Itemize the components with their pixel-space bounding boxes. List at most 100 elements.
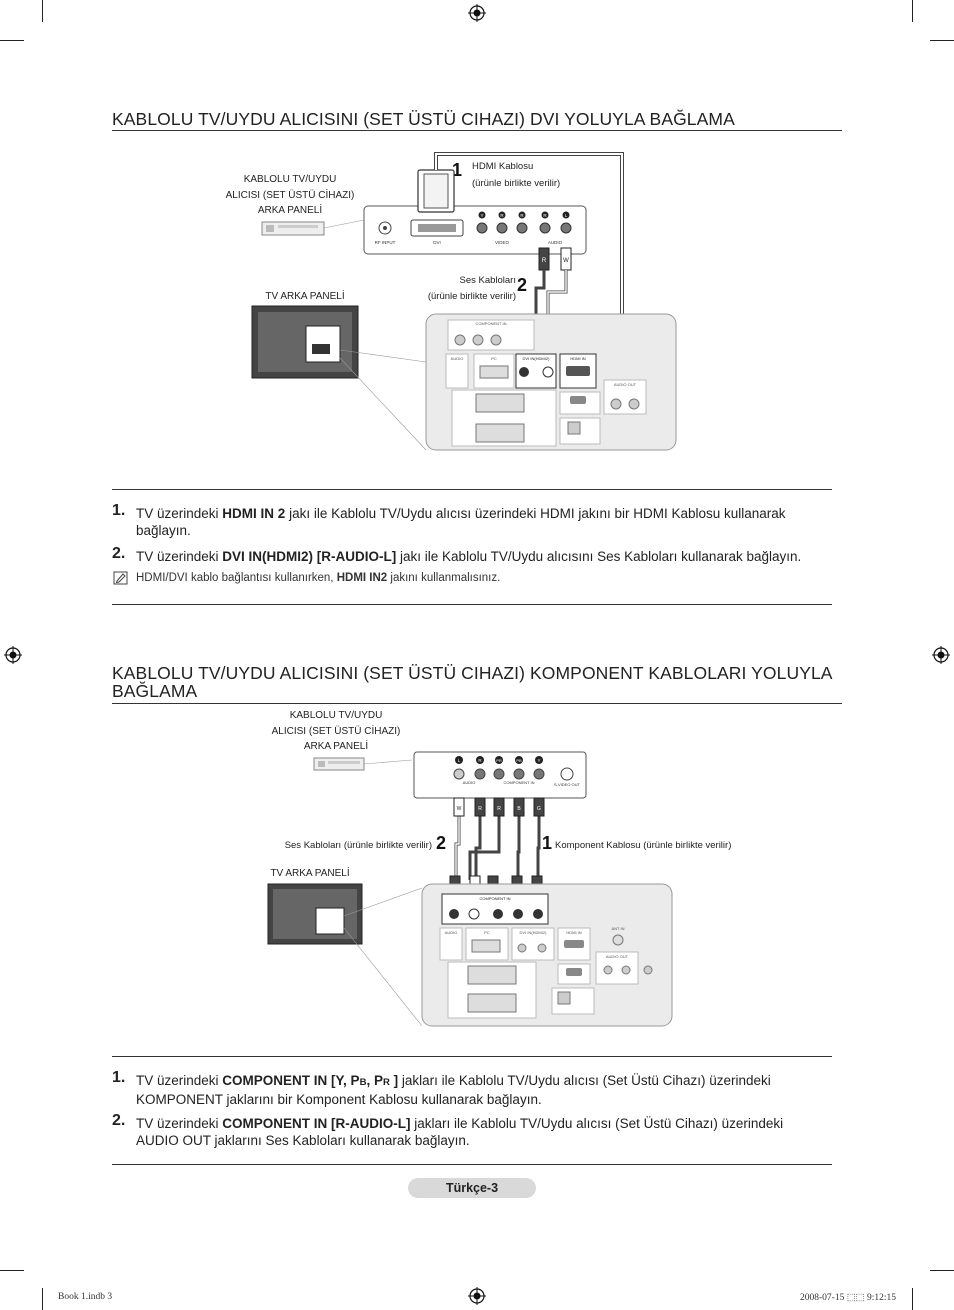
plug-letter: B [517, 806, 521, 812]
step-number: 1. [112, 502, 126, 519]
emphasis-text: COMPONENT IN [Y, P [222, 1073, 360, 1088]
crop-mark [42, 1288, 43, 1310]
audio-cable-label: Ses Kabloları (ürünle birlikte verilir) [284, 840, 432, 851]
stb-jack-letter: L [565, 213, 568, 218]
note-icon [113, 571, 128, 585]
registration-mark-icon [932, 646, 950, 664]
stb-port-label: RF INPUT [375, 240, 396, 245]
crop-mark [930, 1270, 954, 1271]
tv-port-label: HDMI IN [566, 930, 581, 935]
crop-mark [0, 1270, 24, 1271]
plug-letter: R [542, 258, 547, 264]
crop-mark [912, 0, 913, 22]
body-text: TV üzerindeki [136, 1116, 223, 1131]
emphasis-text: HDMI IN2 [336, 572, 388, 584]
stb-label-line: KABLOLU TV/UYDU [243, 174, 337, 185]
tv-port-label: DVI IN(HDMI2) [520, 930, 548, 935]
tv-port-label: PC [484, 930, 490, 935]
stb-thumbnail [313, 757, 413, 771]
emphasis-text: COMPONENT IN [R-AUDIO-L] [222, 1116, 411, 1131]
stb-jack-letter: PR [496, 758, 502, 763]
tv-port-label: AUDIO [445, 930, 458, 935]
stb-jack-letter: R [478, 758, 482, 763]
tv-port-label: AUDIO [451, 356, 464, 361]
audio-cable-label-line: (ürünle birlikte verilir) [427, 291, 516, 302]
emphasis-text: ] [389, 1073, 399, 1088]
section-1-title-rule [112, 130, 842, 131]
section-2-steps-top-rule [112, 1056, 832, 1057]
emphasis-text: , P [366, 1073, 383, 1088]
dvi-connection-diagram: Y R R R L RF INPUT DVI VIDEO AUDIO R W [251, 152, 677, 451]
callout-2: 2 [436, 833, 447, 853]
body-text: jakları ile Kablolu TV/Uydu alıcısı (Set… [136, 1073, 771, 1107]
stb-rear-panel: L R PR PB Y AUDIO COMPONENT IN S-VIDEO O… [413, 751, 587, 799]
crop-mark [930, 40, 954, 41]
body-text: jakı ile Kablolu TV/Uydu alıcısı üzerind… [136, 506, 786, 538]
tv-thumbnail [267, 883, 423, 1027]
component-audio-cables: W R R B G [449, 797, 545, 899]
emphasis-text: R [382, 1077, 390, 1088]
plug-letter: W [457, 806, 462, 812]
crop-mark [42, 0, 43, 22]
stb-jack-letter: R [543, 213, 547, 218]
tv-port-label: AUDIO OUT [614, 382, 637, 387]
stb-port-label: VIDEO [495, 240, 510, 245]
hdmi-cable [417, 152, 633, 371]
plug-letter: R [497, 806, 501, 812]
section-1-note: HDMI/DVI kablo bağlantısı kullanırken, H… [136, 572, 826, 584]
page-label: Türkçe-3 [408, 1178, 536, 1198]
body-text: jakını kullanmalısınız. [387, 572, 501, 584]
body-text: TV üzerindeki [136, 1073, 223, 1088]
audio-cable-label: Ses Kabloları (ürünle birlikte verilir) [418, 273, 516, 305]
hdmi-cable-label-line: (ürünle birlikte verilir) [472, 178, 561, 189]
emphasis-text: DVI IN(HDMI2) [R-AUDIO-L] [222, 549, 397, 564]
registration-mark-icon [468, 4, 486, 22]
stb-port-label: AUDIO [548, 240, 563, 245]
slug-left: Book 1.indb 3 [58, 1292, 113, 1302]
tv-port-label: HDMI IN [570, 356, 585, 361]
tv-rear-panel: COMPONENT IN AUDIO PC DVI IN(HDMI2) HDMI… [421, 883, 673, 1027]
section-2-step-1: TV üzerindeki COMPONENT IN [Y, PB, PR ] … [136, 1072, 816, 1108]
stb-port-label: S-VIDEO OUT [554, 782, 581, 787]
tv-port-label: COMPONENT IN [475, 321, 506, 326]
stb-label: KABLOLU TV/UYDU ALICISI (SET ÜSTÜ CİHAZI… [258, 708, 414, 755]
step-number: 2. [112, 545, 126, 562]
step-number: 1. [112, 1069, 126, 1086]
section-2-title: KABLOLU TV/UYDU ALICISINI (SET ÜSTÜ CIHA… [112, 663, 832, 701]
section-1-step-2: TV üzerindeki DVI IN(HDMI2) [R-AUDIO-L] … [136, 548, 826, 565]
registration-mark-icon [468, 1287, 486, 1305]
tv-port-label: AUDIO OUT [606, 954, 629, 959]
registration-mark-icon [4, 646, 22, 664]
body-text: jakları ile Kablolu TV/Uydu alıcısı (Set… [136, 1116, 784, 1148]
section-2-title-rule [112, 703, 842, 704]
step-number: 2. [112, 1112, 126, 1129]
tv-port-label: COMPONENT IN [479, 896, 510, 901]
stb-port-label: COMPONENT IN [503, 780, 534, 785]
stb-jack-letter: Y [480, 213, 483, 218]
callout-1: 1 [542, 833, 553, 853]
plug-letter: G [537, 806, 541, 812]
audio-cable-label-line: Ses Kabloları [459, 275, 516, 286]
section-1-steps-top-rule [112, 489, 832, 490]
stb-rear-panel: Y R R R L RF INPUT DVI VIDEO AUDIO [363, 205, 587, 255]
stb-jack-letter: PB [516, 758, 522, 763]
plug-letter: W [563, 258, 569, 264]
component-cable-label: Komponent Kablosu (ürünle birlikte veril… [555, 840, 732, 851]
plug-letter: R [478, 806, 482, 812]
emphasis-text: HDMI IN 2 [222, 506, 286, 521]
hdmi-cable-label-line: HDMI Kablosu [472, 161, 534, 172]
section-1-step-1: TV üzerindeki HDMI IN 2 jakı ile Kablolu… [136, 505, 826, 539]
stb-jack-letter: L [458, 758, 461, 763]
stb-label-line: KABLOLU TV/UYDU [289, 710, 383, 721]
body-text: TV üzerindeki [136, 549, 223, 564]
stb-label-line: ALICISI (SET ÜSTÜ CİHAZI) [271, 725, 401, 737]
tv-thumbnail [251, 305, 427, 451]
stb-port-label: DVI [433, 240, 441, 245]
tv-label: TV ARKA PANELİ [265, 291, 345, 302]
stb-jack-letter: R [520, 213, 524, 218]
tv-port-label: PC [491, 356, 497, 361]
slug-right: 2008-07-15 ⬚⬚ 9:12:15 [800, 1293, 897, 1303]
stb-label-line: ARKA PANELİ [257, 205, 323, 216]
stb-jack-letter: R [500, 213, 504, 218]
body-text: jakı ile Kablolu TV/Uydu alıcısını Ses K… [396, 549, 802, 564]
